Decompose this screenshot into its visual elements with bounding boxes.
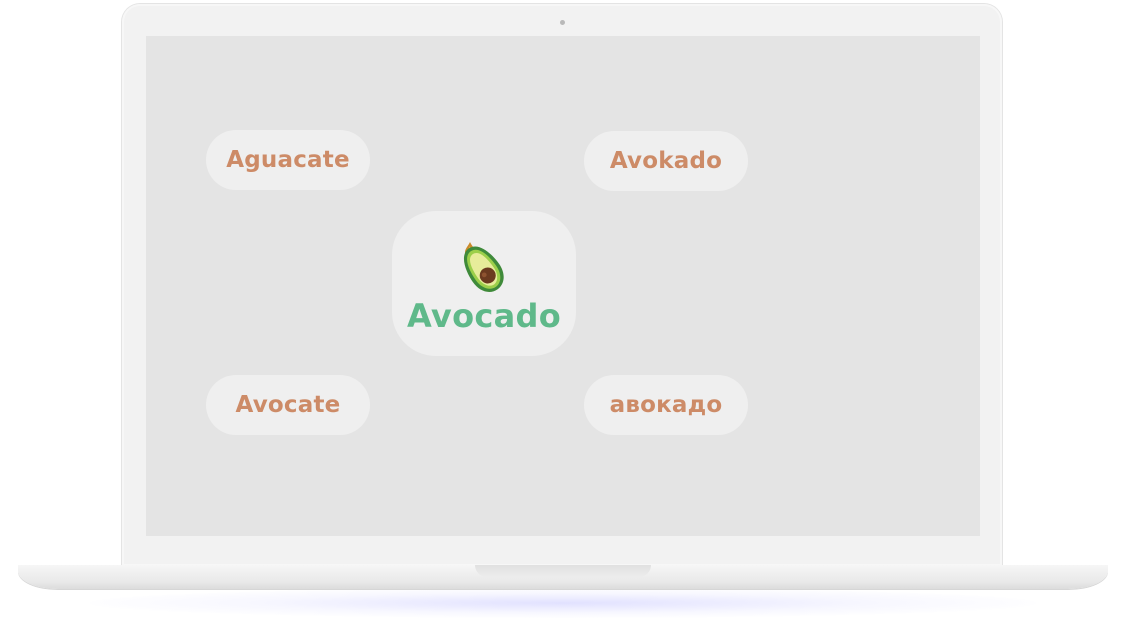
translation-pill-spanish[interactable]: Aguacate <box>206 130 370 190</box>
center-word-card[interactable]: Avocado <box>392 211 576 356</box>
translation-label: авокадо <box>609 392 723 418</box>
laptop-base <box>18 565 1108 589</box>
base-shadow-glow <box>90 588 1036 618</box>
translation-label: Avocate <box>235 392 341 418</box>
translation-pill-swedish[interactable]: Avokado <box>584 131 748 191</box>
laptop-screen: Aguacate Avokado <box>146 36 980 536</box>
lid-opening-notch <box>475 565 651 577</box>
translation-label: Avokado <box>609 148 723 174</box>
avocado-icon <box>463 242 504 292</box>
center-word-label: Avocado <box>406 297 562 335</box>
laptop-lid: Aguacate Avokado <box>122 4 1002 566</box>
translation-pill-russian[interactable]: авокадо <box>584 375 748 435</box>
translation-label: Aguacate <box>226 147 350 173</box>
webcam-dot <box>560 20 565 25</box>
translation-pill-french[interactable]: Avocate <box>206 375 370 435</box>
